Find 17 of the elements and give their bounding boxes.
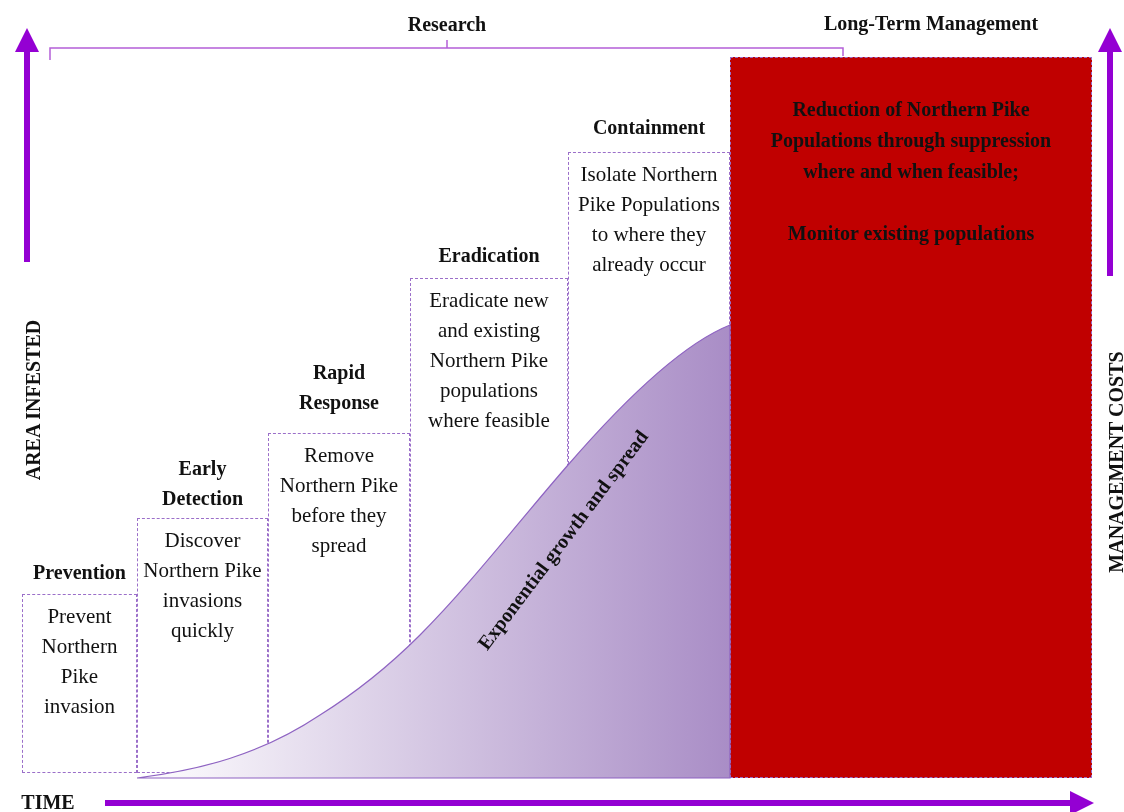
stage-description: Prevent Northern Pike invasion xyxy=(40,603,119,720)
stage-heading: Prevention xyxy=(33,560,126,585)
stage-heading: Eradication xyxy=(438,243,540,268)
stage-heading: Early Detection xyxy=(160,456,245,511)
stage-description: Remove Northern Pike before they spread xyxy=(278,442,400,559)
stage-heading: Rapid Response xyxy=(298,360,380,416)
stage-description: Eradicate new and existing Northern Pike populations where feasible xyxy=(427,287,551,434)
stage-description: Monitor existing populations xyxy=(786,221,1036,247)
stage-description: Isolate Northern Pike Populations to where they already occur xyxy=(577,161,721,278)
axis-label: TIME xyxy=(21,790,75,812)
stage-heading: Containment xyxy=(592,115,706,140)
axis-label: MANAGEMENT COSTS xyxy=(1104,351,1124,573)
stage-heading: Long-Term Management xyxy=(823,11,1039,37)
section-label: Research xyxy=(407,12,487,36)
stage-description: Discover Northern Pike invasions quickly xyxy=(142,527,263,644)
stage-description: Reduction of Northern Pike Populations through suppression where and when feasible; xyxy=(769,97,1053,184)
axis-label: AREA INFESTED xyxy=(21,319,45,481)
